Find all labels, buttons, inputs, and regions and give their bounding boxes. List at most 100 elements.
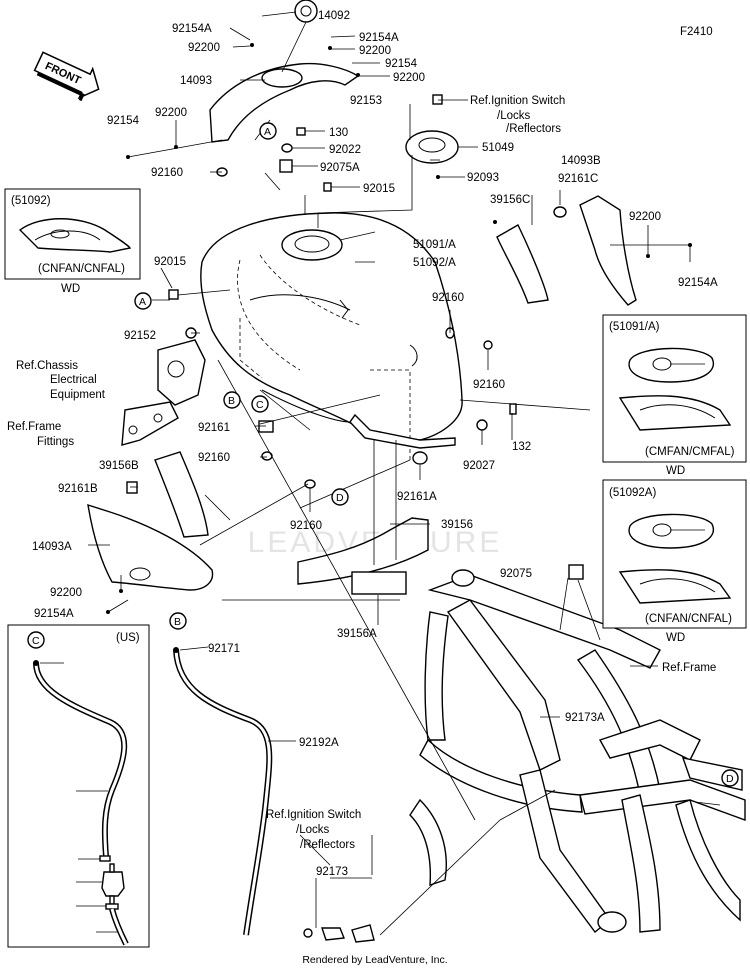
label-92160-1: 92160 [151, 167, 183, 179]
ref-ignition-bottom-1: Ref.Ignition Switch [266, 809, 361, 821]
label-92200-3: 92200 [393, 72, 425, 84]
ref-ignition-bottom-3: /Reflectors [300, 839, 355, 851]
pad-39156A [351, 571, 407, 595]
label-92200-5: 92200 [629, 211, 661, 223]
hardware-bits [106, 43, 692, 614]
svg-text:B: B [228, 395, 235, 407]
label-92075: 92075 [500, 568, 532, 580]
inset-right-bottom-variant: (CNFAN/CNFAL) [645, 613, 732, 625]
label-130: 130 [329, 127, 348, 139]
pad-39156B [154, 451, 209, 538]
inset-right-bottom-part: (51092A) [609, 487, 656, 499]
callout-a-top: A [259, 122, 277, 140]
inset-51092a-right: (51092A) (CNFAN/CNFAL) WD [602, 479, 747, 644]
cover-14093A [87, 503, 214, 591]
label-14093a: 14093A [32, 541, 72, 553]
callout-d-tank: D [331, 488, 349, 506]
inset-us-hose: C (US) [7, 624, 150, 948]
label-92171-2: 92171 [208, 643, 240, 655]
label-51092a: 51092/A [413, 257, 456, 269]
footer-credit: Rendered by LeadVenture, Inc. [302, 954, 447, 966]
label-92200-1: 92200 [188, 42, 220, 54]
ref-frame-fittings-2: Fittings [37, 436, 74, 448]
frame-fittings-part [121, 401, 179, 446]
label-39156b: 39156B [99, 460, 139, 472]
inset-us-region: (US) [116, 632, 140, 644]
label-92173a: 92173A [565, 712, 605, 724]
part-labels: 14092 92154A 92200 92154A 92200 92154 14… [31, 10, 718, 939]
leader-lines [88, 11, 721, 936]
ignition-screws [303, 878, 375, 943]
svg-text:C: C [256, 399, 264, 411]
svg-text:A: A [139, 296, 146, 308]
label-39156c: 39156C [490, 194, 530, 206]
label-92154a-2: 92154A [359, 32, 399, 44]
label-92154a-1: 92154A [172, 23, 212, 35]
label-92192a: 92192A [299, 737, 339, 749]
ref-ignition-bottom-2: /Locks [296, 824, 329, 836]
label-92173: 92173 [316, 866, 348, 878]
label-92161: 92161 [198, 422, 230, 434]
inset-right-top-variant: (CMFAN/CMFAL) [645, 446, 735, 458]
label-51091a: 51091/A [413, 239, 456, 251]
label-14093b: 14093B [561, 155, 601, 167]
ref-ignition-top-1: Ref.Ignition Switch [470, 95, 565, 107]
inset-right-bottom-region: WD [666, 632, 685, 644]
callout-c-tank: C [251, 395, 269, 413]
inset-left-region: WD [61, 283, 80, 295]
ref-chassis-3: Equipment [50, 389, 106, 401]
inset-left-part: (51092) [11, 195, 51, 207]
label-92027: 92027 [463, 460, 495, 472]
cover-14093 [209, 62, 360, 143]
label-51049: 51049 [482, 142, 514, 154]
label-92200-4: 92200 [155, 107, 187, 119]
label-92154a-3: 92154A [678, 277, 718, 289]
label-92154-2: 92154 [107, 115, 140, 127]
label-92154-1: 92154 [385, 58, 418, 70]
svg-text:D: D [336, 492, 344, 504]
pad-39156 [297, 517, 429, 585]
reference-labels: Ref.Ignition Switch /Locks /Reflectors R… [7, 95, 716, 851]
hose-92192a [173, 647, 273, 936]
inset-left-variant: (CNFAN/CNFAL) [38, 263, 125, 275]
callout-d-frame: D [721, 769, 739, 787]
label-92200-2: 92200 [359, 45, 391, 57]
callout-b-tank: B [223, 391, 241, 409]
cap-14092 [294, 0, 318, 23]
label-39156a: 39156A [337, 628, 377, 640]
label-14092: 14092 [318, 10, 350, 22]
label-92022: 92022 [329, 144, 361, 156]
label-92093: 92093 [467, 172, 499, 184]
pad-39156C [496, 224, 549, 304]
label-14093: 14093 [180, 75, 212, 87]
ref-frame-fittings-1: Ref.Frame [7, 421, 61, 433]
inset-right-top-region: WD [666, 465, 685, 477]
label-92075a: 92075A [320, 162, 360, 174]
ref-chassis-1: Ref.Chassis [16, 360, 78, 372]
inset-right-top-part: (51091/A) [609, 321, 660, 333]
label-92160-4: 92160 [198, 452, 230, 464]
label-92160-2: 92160 [432, 292, 464, 304]
inset-51092-left: (51092) (CNFAN/CNFAL) WD [4, 188, 141, 295]
diagram-code: F2410 [680, 26, 713, 38]
ring-51049 [405, 130, 459, 164]
label-92152: 92152 [124, 330, 156, 342]
callout-circles: A A B C D B D [134, 122, 739, 787]
callout-a-left: A [134, 292, 152, 310]
label-92200-6: 92200 [50, 587, 82, 599]
ref-ignition-top-3: /Reflectors [506, 123, 561, 135]
ref-frame: Ref.Frame [662, 662, 716, 674]
label-92154a-4: 92154A [34, 608, 74, 620]
fuel-tank [200, 212, 463, 460]
ref-chassis-2: Electrical [50, 374, 97, 386]
callout-b-hose: B [169, 612, 187, 630]
label-92015-1: 92015 [363, 183, 395, 195]
label-92015-2: 92015 [154, 256, 186, 268]
svg-text:A: A [264, 126, 271, 138]
ref-ignition-top-2: /Locks [497, 110, 530, 122]
tank-bracket [349, 413, 456, 449]
chassis-electrical-part [157, 339, 206, 406]
cover-14093B [579, 195, 637, 306]
label-92160-3: 92160 [473, 379, 505, 391]
svg-text:B: B [174, 616, 181, 628]
